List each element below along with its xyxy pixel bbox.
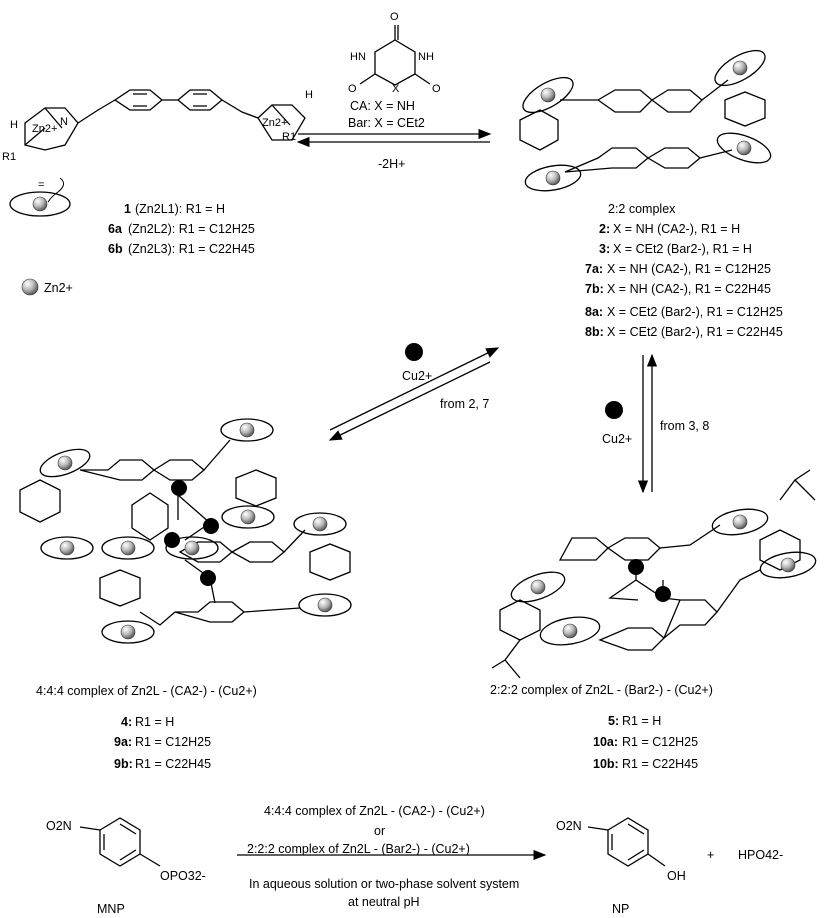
reagent-bar: Bar: X = CEt2 (348, 116, 425, 130)
reagent-o-top: O (390, 11, 399, 23)
complex222-structure (491, 469, 817, 679)
svg-text:7a:: 7a: (585, 262, 603, 276)
complex22-structure (519, 49, 772, 192)
svg-text:Zn2+: Zn2+ (44, 281, 73, 295)
svg-text:X = CEt2 (Bar2-), R1 = H: X = CEt2 (Bar2-), R1 = H (613, 242, 752, 256)
reagent-o-right: O (432, 83, 441, 95)
mnp-label: MNP (97, 902, 125, 916)
complex22-zn-spheres (540, 60, 752, 186)
reagent-ca: CA: X = NH (350, 99, 415, 113)
zn-shorthand: = (9, 177, 71, 217)
equilibrium-arrow-left (328, 347, 500, 441)
complex222-zn-spheres (530, 514, 796, 639)
ligand-compound-list: 1 (Zn2L1): R1 = H 6a (Zn2L2): R1 = C12H2… (108, 202, 255, 256)
svg-text:R1 = C12H25: R1 = C12H25 (135, 735, 211, 749)
hpo4-product: HPO42- (738, 848, 783, 862)
svg-text:6a: 6a (108, 222, 123, 236)
np-o2n: O2N (556, 819, 582, 833)
svg-text:10b:: 10b: (593, 757, 619, 771)
cu-sphere-right (605, 401, 623, 419)
svg-text:9a:: 9a: (114, 735, 132, 749)
ligand-h-left: H (10, 119, 18, 131)
np-label: NP (612, 902, 629, 916)
svg-text:R1 = C12H25: R1 = C12H25 (622, 735, 698, 749)
reagent-nh: NH (418, 51, 434, 63)
cond-ph: at neutral pH (348, 895, 420, 909)
svg-text:3:: 3: (599, 242, 610, 256)
svg-text:6b: 6b (108, 242, 123, 256)
ligand-n-left: N (60, 116, 68, 128)
reagent-o-left: O (348, 83, 357, 95)
ligand-zn-right: Zn2+ (262, 117, 287, 129)
svg-text:5:: 5: (608, 714, 619, 728)
cond-solvent: In aqueous solution or two-phase solvent… (249, 877, 519, 891)
cond-or: or (374, 824, 385, 838)
reagent-x: X (392, 83, 400, 95)
svg-text:X = CEt2 (Bar2-), R1 = C22H45: X = CEt2 (Bar2-), R1 = C22H45 (607, 325, 783, 339)
cond-444: 4:4:4 complex of Zn2L - (CA2-) - (Cu2+) (264, 804, 485, 818)
svg-text:8b:: 8b: (585, 325, 604, 339)
cond-222: 2:2:2 complex of Zn2L - (Bar2-) - (Cu2+) (247, 842, 470, 856)
mnp-structure (79, 817, 161, 867)
svg-text:8a:: 8a: (585, 305, 603, 319)
svg-text:(Zn2L1): R1 = H: (Zn2L1): R1 = H (135, 202, 225, 216)
svg-text:X = NH (CA2-), R1 = C12H25: X = NH (CA2-), R1 = C12H25 (607, 262, 771, 276)
ligand-h-right: H (305, 89, 313, 101)
equilibrium-arrow-top (296, 128, 492, 148)
plus-sign: + (707, 848, 714, 862)
mnp-opo3: OPO32- (160, 869, 206, 883)
svg-text:7b:: 7b: (585, 282, 604, 296)
svg-text:X = NH (CA2-), R1 = H: X = NH (CA2-), R1 = H (613, 222, 740, 236)
np-oh: OH (667, 869, 686, 883)
from-label-left: from 2, 7 (440, 397, 489, 411)
svg-text:2:: 2: (599, 222, 610, 236)
ligand-r1-left: R1 (2, 151, 16, 163)
cu-label-right: Cu2+ (602, 432, 632, 446)
cu-label-left: Cu2+ (402, 369, 432, 383)
complex222-compound-list: 5: R1 = H 10a: R1 = C12H25 10b: R1 = C22… (593, 714, 698, 771)
cu-sphere-left (405, 343, 423, 361)
svg-text:R1 = C22H45: R1 = C22H45 (135, 757, 211, 771)
complex222-title: 2:2:2 complex of Zn2L - (Bar2-) - (Cu2+) (490, 683, 713, 697)
complex222-cu-spheres (628, 559, 671, 602)
complex444-compound-list: 4: R1 = H 9a: R1 = C12H25 9b: R1 = C22H4… (114, 715, 211, 771)
complex444-cu-spheres (164, 480, 219, 586)
svg-text:1: 1 (124, 202, 131, 216)
zn-legend: Zn2+ (21, 278, 73, 296)
svg-text:R1 = H: R1 = H (622, 714, 661, 728)
ligand-zn-left: Zn2+ (32, 123, 57, 135)
ligand-r1-right: R1 (282, 131, 296, 143)
svg-text:R1 = H: R1 = H (135, 715, 174, 729)
svg-text:4:: 4: (121, 715, 132, 729)
complex444-structure (19, 418, 352, 644)
complex444-zn-spheres (57, 422, 333, 640)
svg-text:X = NH (CA2-), R1 = C22H45: X = NH (CA2-), R1 = C22H45 (607, 282, 771, 296)
svg-text:X = CEt2 (Bar2-), R1 = C12H25: X = CEt2 (Bar2-), R1 = C12H25 (607, 305, 783, 319)
reagent-structure (359, 25, 431, 86)
complex444-title: 4:4:4 complex of Zn2L - (CA2-) - (Cu2+) (36, 684, 257, 698)
from-label-right: from 3, 8 (660, 419, 709, 433)
svg-text:=: = (38, 179, 44, 191)
svg-text:(Zn2L3): R1 = C22H45: (Zn2L3): R1 = C22H45 (128, 242, 255, 256)
svg-text:(Zn2L2): R1 = C12H25: (Zn2L2): R1 = C12H25 (128, 222, 255, 236)
np-structure (587, 817, 666, 867)
svg-text:R1 = C22H45: R1 = C22H45 (622, 757, 698, 771)
equilibrium-arrow-right (637, 353, 658, 494)
svg-text:9b:: 9b: (114, 757, 133, 771)
svg-text:10a:: 10a: (593, 735, 618, 749)
mnp-o2n: O2N (46, 819, 72, 833)
reagent-hn: HN (350, 51, 366, 63)
complex22-title: 2:2 complex (608, 202, 676, 216)
ligand-structure (24, 89, 306, 151)
complex22-compound-list: 2: X = NH (CA2-), R1 = H 3: X = CEt2 (Ba… (585, 222, 783, 339)
minus-2h: -2H+ (378, 157, 405, 171)
